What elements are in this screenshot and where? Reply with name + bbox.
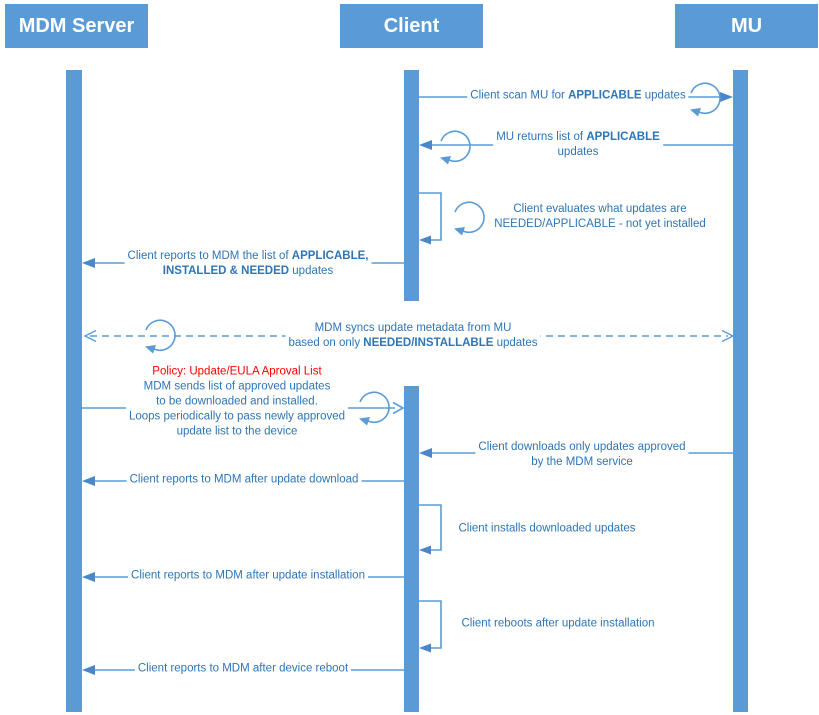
message-text: NEEDED/APPLICABLE - not yet installed	[494, 218, 706, 230]
message-text: Client reports to MDM after device reboo…	[137, 662, 349, 675]
loop-icon	[453, 201, 485, 237]
message-label-report-list: Client reports to MDM the list of APPLIC…	[124, 249, 372, 279]
message-text-bold: APPLICABLE	[568, 89, 642, 102]
lifeline-client-segment-2	[404, 386, 419, 712]
open-arrowhead-right-icon	[392, 401, 405, 415]
message-text: to be downloaded and installed.	[156, 395, 318, 408]
message-label-report-download: Client reports to MDM after update downl…	[126, 472, 362, 488]
message-text: Client downloads only updates approved	[478, 441, 686, 453]
message-text-bold: APPLICABLE	[586, 131, 660, 143]
self-arrow-install	[419, 504, 442, 555]
open-arrowhead-left-icon	[83, 329, 97, 343]
message-label-report-install: Client reports to MDM after update insta…	[128, 568, 368, 584]
message-label-download: Client downloads only updates approved b…	[475, 440, 689, 470]
actor-box-mdm-server: MDM Server	[5, 4, 148, 48]
lifeline-mdm-server	[66, 70, 82, 712]
message-text: by the MDM service	[531, 456, 633, 468]
arrowhead-left-icon	[419, 643, 431, 653]
message-label-install: Client installs downloaded updates	[458, 522, 635, 537]
message-label-reboot: Client reboots after update installation	[461, 617, 654, 632]
arrowhead-left-icon	[419, 235, 431, 245]
policy-title-text: Policy: Update/EULA Aproval List	[152, 365, 322, 378]
message-text: Client reports to MDM after update downl…	[129, 473, 359, 486]
message-text: updates	[493, 337, 538, 349]
self-arrow-reboot	[419, 600, 442, 653]
message-text: Client scan MU for	[470, 89, 569, 102]
arrowhead-left-icon	[419, 545, 431, 555]
arrowhead-right-icon	[720, 92, 733, 102]
actor-box-mu: MU	[675, 4, 818, 48]
message-text: update list to the device	[176, 425, 298, 438]
arrowhead-left-icon	[82, 258, 95, 268]
open-arrowhead-right-icon	[721, 329, 735, 343]
lifeline-mu	[733, 70, 748, 712]
arrowhead-left-icon	[82, 476, 95, 486]
message-label-report-reboot: Client reports to MDM after device reboo…	[134, 661, 352, 677]
actor-label-mdm-server: MDM Server	[18, 14, 135, 37]
actor-label-mu: MU	[730, 14, 763, 37]
message-text: updates	[289, 265, 334, 277]
message-text: MDM sends list of approved updates	[143, 380, 331, 393]
message-text: MDM syncs update metadata from MU	[314, 322, 512, 334]
message-text-bold: INSTALLED & NEEDED	[162, 265, 290, 277]
arrowhead-left-icon	[419, 448, 432, 458]
message-text: MU returns list of	[496, 131, 587, 143]
message-text: Client reports to MDM after update insta…	[131, 569, 365, 582]
message-label-policy: Policy: Update/EULA Aproval List MDM sen…	[125, 364, 349, 440]
message-label-sync: MDM syncs update metadata from MU based …	[285, 321, 541, 351]
lifeline-client-segment-1	[404, 70, 419, 301]
arrowhead-left-icon	[82, 572, 95, 582]
message-text: Client reboots after update installation	[461, 617, 655, 630]
message-label-mu-returns: MU returns list of APPLICABLE updates	[493, 130, 663, 160]
message-text: updates	[641, 89, 686, 102]
message-text-bold: NEEDED/INSTALLABLE	[363, 337, 494, 349]
message-text: updates	[557, 146, 599, 158]
actor-box-client: Client	[340, 4, 483, 48]
message-text: based on only	[288, 337, 364, 349]
message-text: Client reports to MDM the list of	[127, 250, 292, 262]
loop-icon	[358, 391, 390, 427]
message-text-bold: APPLICABLE,	[291, 250, 369, 262]
message-label-evaluate: Client evaluates what updates are NEEDED…	[494, 202, 706, 232]
message-label-scan: Client scan MU for APPLICABLE updates	[467, 88, 689, 104]
message-text: Client evaluates what updates are	[513, 203, 687, 215]
loop-icon	[689, 82, 721, 118]
message-text: Client installs downloaded updates	[458, 522, 636, 535]
arrowhead-left-icon	[419, 140, 432, 150]
arrowhead-left-icon	[82, 665, 95, 675]
self-arrow-evaluate	[419, 192, 442, 245]
actor-label-client: Client	[383, 14, 440, 37]
loop-icon	[439, 130, 471, 166]
message-text: Loops periodically to pass newly approve…	[128, 410, 346, 423]
loop-icon	[144, 319, 176, 355]
